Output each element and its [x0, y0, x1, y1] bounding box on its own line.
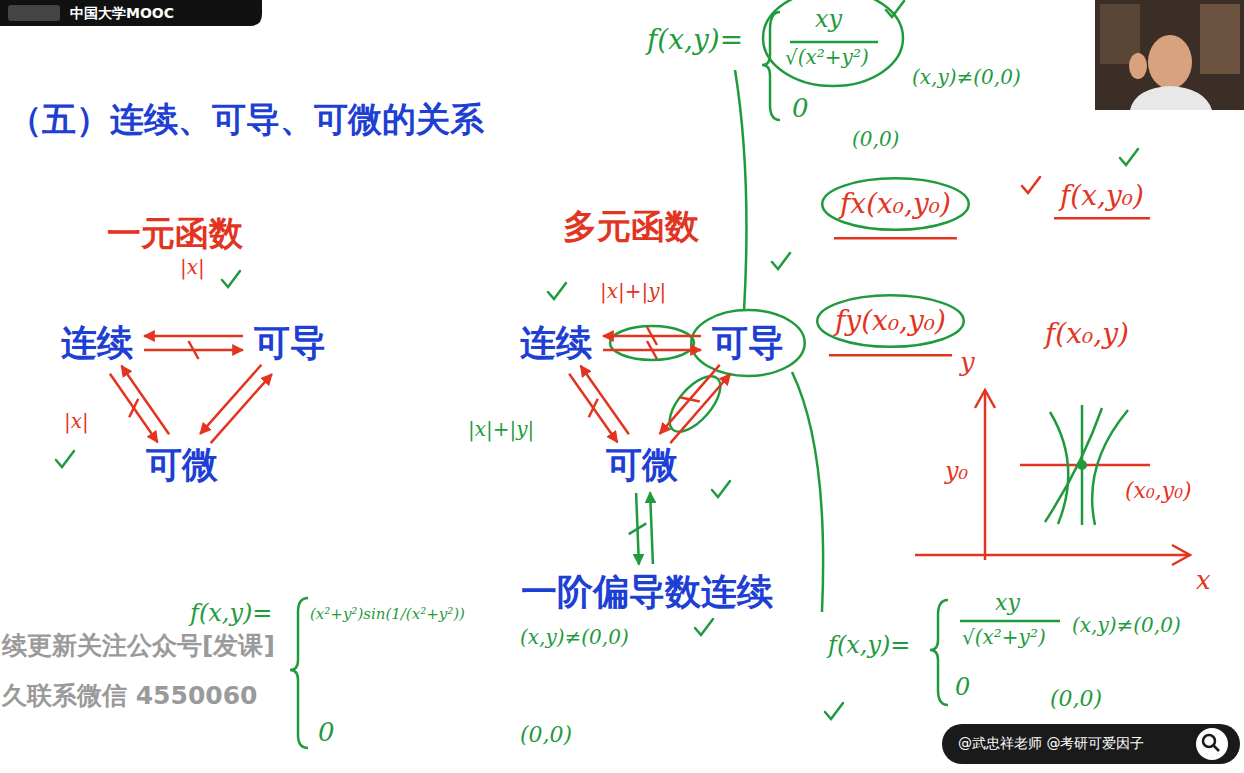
piecewise-value: 0 — [792, 94, 809, 124]
concept-node: 可微 — [600, 442, 684, 487]
concept-node: 可导 — [706, 320, 790, 365]
piecewise-value: 0 — [955, 674, 970, 702]
negation-mark — [589, 399, 598, 418]
search-icon — [1213, 745, 1219, 751]
concept-node: 连续 — [55, 320, 139, 365]
point-label: (x₀,y₀) — [1125, 478, 1192, 503]
function-definition: f(x,y)= — [647, 24, 743, 56]
function-definition: f(x,y)= — [190, 600, 272, 628]
node-text: 连续 — [520, 322, 592, 363]
axis-label: y — [960, 348, 975, 378]
point-note: (0,0) — [1050, 686, 1102, 711]
implication-arrow — [569, 374, 617, 442]
counterexample-note: |x| — [64, 410, 89, 433]
fraction-line — [960, 620, 1060, 623]
logo-text: 中国大学MOOC — [70, 5, 174, 21]
concept-node: 可微 — [140, 442, 224, 487]
negation-mark — [629, 523, 647, 534]
implication-arrow — [650, 492, 653, 564]
implication-arrow — [670, 374, 730, 443]
condition-note: (x,y)≠(0,0) — [1072, 614, 1181, 637]
section-function: f(x₀,y) — [1045, 318, 1129, 350]
counterexample-note: |x|+|y| — [468, 418, 534, 441]
node-text: 一阶偏导数连续 — [521, 571, 773, 612]
node-text: 连续 — [61, 322, 133, 363]
negation-mark — [189, 341, 199, 359]
curves-through-point — [1045, 405, 1128, 525]
watermark: 久联系微信 4550060 — [2, 682, 257, 711]
concept-node: 一阶偏导数连续 — [515, 569, 779, 614]
implication-arrow — [211, 374, 272, 443]
credit-text: @武忠祥老师 @考研可爱因子 — [958, 735, 1144, 751]
highlight-circle — [661, 368, 730, 440]
coordinate-axes — [915, 390, 1190, 565]
implication-arrow — [110, 374, 158, 442]
implication-arrow — [200, 365, 261, 434]
annotation-curve — [735, 70, 746, 311]
implication-arrow — [144, 335, 243, 338]
negation-mark — [647, 341, 657, 359]
slide-title: （五）连续、可导、可微的关系 — [8, 100, 484, 139]
underline — [829, 354, 952, 357]
section-heading: 一元函数 — [107, 214, 243, 253]
point-note: (0,0) — [852, 128, 899, 151]
section-function: f(x,y₀) — [1060, 180, 1144, 212]
fraction-line — [790, 41, 878, 44]
piecewise-value: 0 — [318, 718, 335, 748]
fraction-denominator: √(x²+y²) — [962, 626, 1046, 649]
highlight-circle — [822, 178, 968, 230]
highlight-circle — [691, 310, 804, 376]
counterexample-note: |x| — [180, 256, 205, 279]
axis-label: x — [1196, 566, 1211, 596]
negation-mark — [680, 397, 700, 401]
condition-note: (x,y)≠(0,0) — [520, 626, 629, 649]
partial-derivative: fy(x₀,y₀) — [835, 305, 946, 337]
annotation-curve — [792, 372, 823, 612]
concept-node: 连续 — [514, 320, 598, 365]
underline — [834, 237, 957, 240]
node-text: 可微 — [606, 444, 678, 485]
highlight-circle — [817, 295, 964, 347]
point-marker — [1077, 460, 1087, 470]
watermark: 续更新关注公众号[发课] — [2, 632, 275, 661]
brace — [930, 600, 948, 705]
app-logo — [8, 5, 60, 21]
highlight-circle — [610, 326, 694, 360]
brace — [290, 598, 308, 748]
credit-pill — [942, 724, 1240, 764]
node-text: 可导 — [712, 322, 784, 363]
app-bar — [0, 0, 262, 26]
node-text: 可微 — [146, 444, 218, 485]
concept-node: 可导 — [248, 320, 332, 365]
piecewise-expression: (x²+y²)sin(1/(x²+y²)) — [310, 606, 465, 623]
fraction-numerator: xy — [815, 6, 842, 34]
node-text: 可导 — [254, 322, 326, 363]
webcam-frame — [1095, 0, 1244, 110]
negation-mark — [129, 399, 138, 417]
fraction-numerator: xy — [995, 590, 1020, 615]
counterexample-note: |x|+|y| — [600, 280, 666, 303]
point-note: (0,0) — [520, 722, 572, 747]
section-heading: 多元函数 — [563, 207, 699, 246]
partial-derivative: fx(x₀,y₀) — [840, 188, 951, 220]
condition-note: (x,y)≠(0,0) — [912, 66, 1021, 89]
function-definition: f(x,y)= — [828, 632, 910, 660]
fraction-denominator: √(x²+y²) — [785, 46, 869, 69]
highlight-circle — [763, 0, 903, 86]
search-icon — [1196, 728, 1228, 760]
underline — [1054, 217, 1150, 220]
implication-arrow — [660, 365, 720, 434]
axis-label: y₀ — [945, 458, 968, 486]
